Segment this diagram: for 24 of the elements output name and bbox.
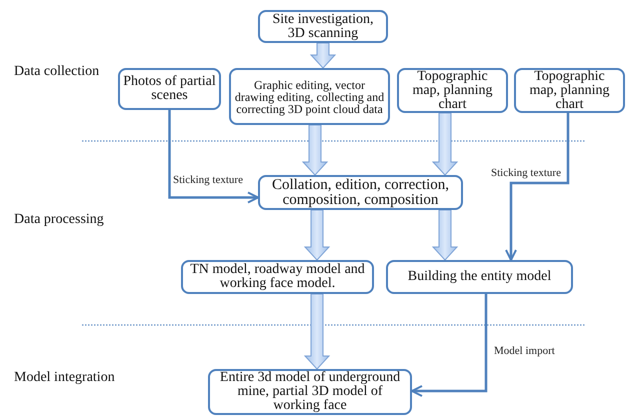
block-arrow (432, 112, 458, 176)
process-box: Graphic editing, vector drawing editing, collecting and correcting 3D point cloud data (229, 68, 390, 125)
block-arrow (304, 294, 330, 370)
arrow (505, 113, 570, 261)
arrow (411, 294, 488, 397)
stage-label: Data collection (14, 64, 100, 80)
stage-label: Model integration (14, 370, 115, 386)
edge-label: Model import (493, 345, 556, 358)
block-arrow (304, 210, 330, 261)
process-box: TN model, roadway model and working face model. (181, 260, 374, 294)
stage-label: Data processing (14, 212, 104, 228)
process-box: Entire 3d model of underground mine, partial 3D model of working face (208, 369, 412, 415)
process-box: Topographic map, planning chart (397, 68, 508, 113)
process-box: Topographic map, planning chart (514, 68, 625, 113)
process-box: Photos of partial scenes (118, 68, 221, 110)
block-arrow (432, 210, 458, 261)
process-box: Building the entity model (386, 260, 573, 294)
process-box: Collation, edition, correction, composition, composition (258, 175, 463, 210)
block-arrow (310, 42, 336, 69)
edge-label: Sticking texture (172, 174, 244, 186)
process-box: Site investigation, 3D scanning (258, 10, 388, 43)
edge-label: Sticking texture (490, 167, 562, 180)
arrow (168, 110, 259, 204)
block-arrow (302, 124, 328, 176)
